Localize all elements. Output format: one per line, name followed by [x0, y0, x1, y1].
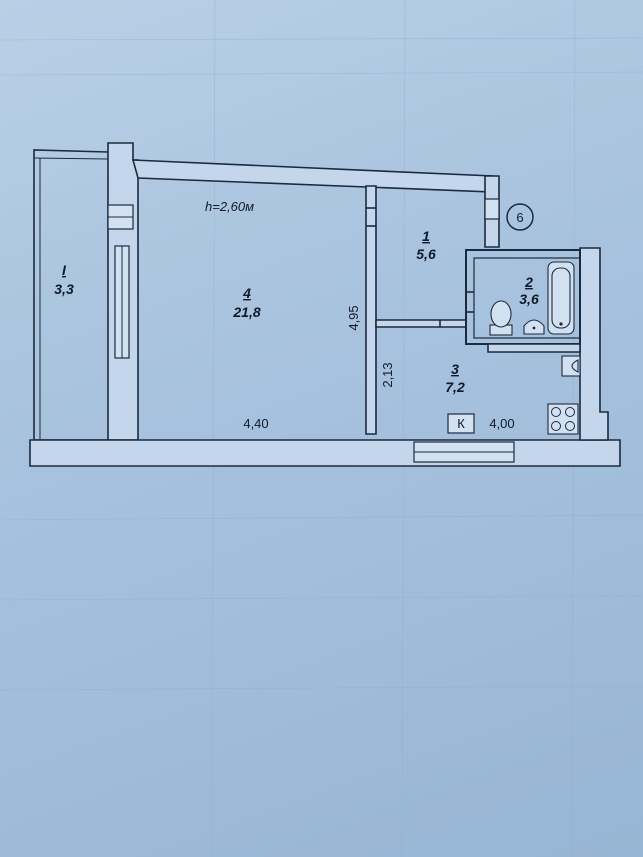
- room-area-kitchen: 7,2: [445, 379, 465, 395]
- stair-marker: 6: [506, 203, 534, 231]
- dimension-kitchen-depth: 2,13: [380, 362, 395, 387]
- room-area-balcony: 3,3: [54, 281, 74, 297]
- room-number-living: 4: [242, 285, 251, 301]
- kitchen-vent-label: К: [457, 416, 465, 431]
- kitchen-vent: К: [447, 413, 475, 434]
- room-number-kitchen: 3: [451, 361, 459, 377]
- balcony-door: [114, 245, 130, 359]
- dimension-living-depth: 4,95: [346, 305, 361, 330]
- room-number-bathroom: 2: [524, 274, 533, 290]
- door-marks: [366, 207, 474, 327]
- label-room1: 1 5,6: [416, 228, 436, 262]
- label-bathroom: 2 3,6: [519, 274, 539, 307]
- toilet: [489, 300, 513, 336]
- interior-walls: [365, 185, 581, 435]
- window-left: [107, 204, 134, 230]
- room-number-room1: 1: [422, 228, 430, 244]
- label-kitchen: 3 7,2: [445, 361, 465, 395]
- bath-sink: [523, 319, 545, 335]
- label-balcony: I 3,3: [54, 262, 74, 297]
- bathtub: [547, 261, 575, 335]
- window-room1: [484, 198, 500, 220]
- label-living: 4 21,8: [232, 285, 260, 320]
- stair-marker-number: 6: [516, 210, 523, 225]
- kitchen-sink: [561, 355, 581, 377]
- dimension-kitchen-width: 4,00: [489, 416, 514, 431]
- room-area-bathroom: 3,6: [519, 291, 539, 307]
- room-area-living: 21,8: [232, 304, 260, 320]
- window-kitchen: [413, 441, 515, 463]
- room-area-room1: 5,6: [416, 246, 436, 262]
- stove: [547, 403, 579, 435]
- dimension-living-width: 4,40: [243, 416, 268, 431]
- ceiling-height: h=2,60м: [205, 199, 254, 214]
- room-number-balcony: I: [62, 262, 67, 278]
